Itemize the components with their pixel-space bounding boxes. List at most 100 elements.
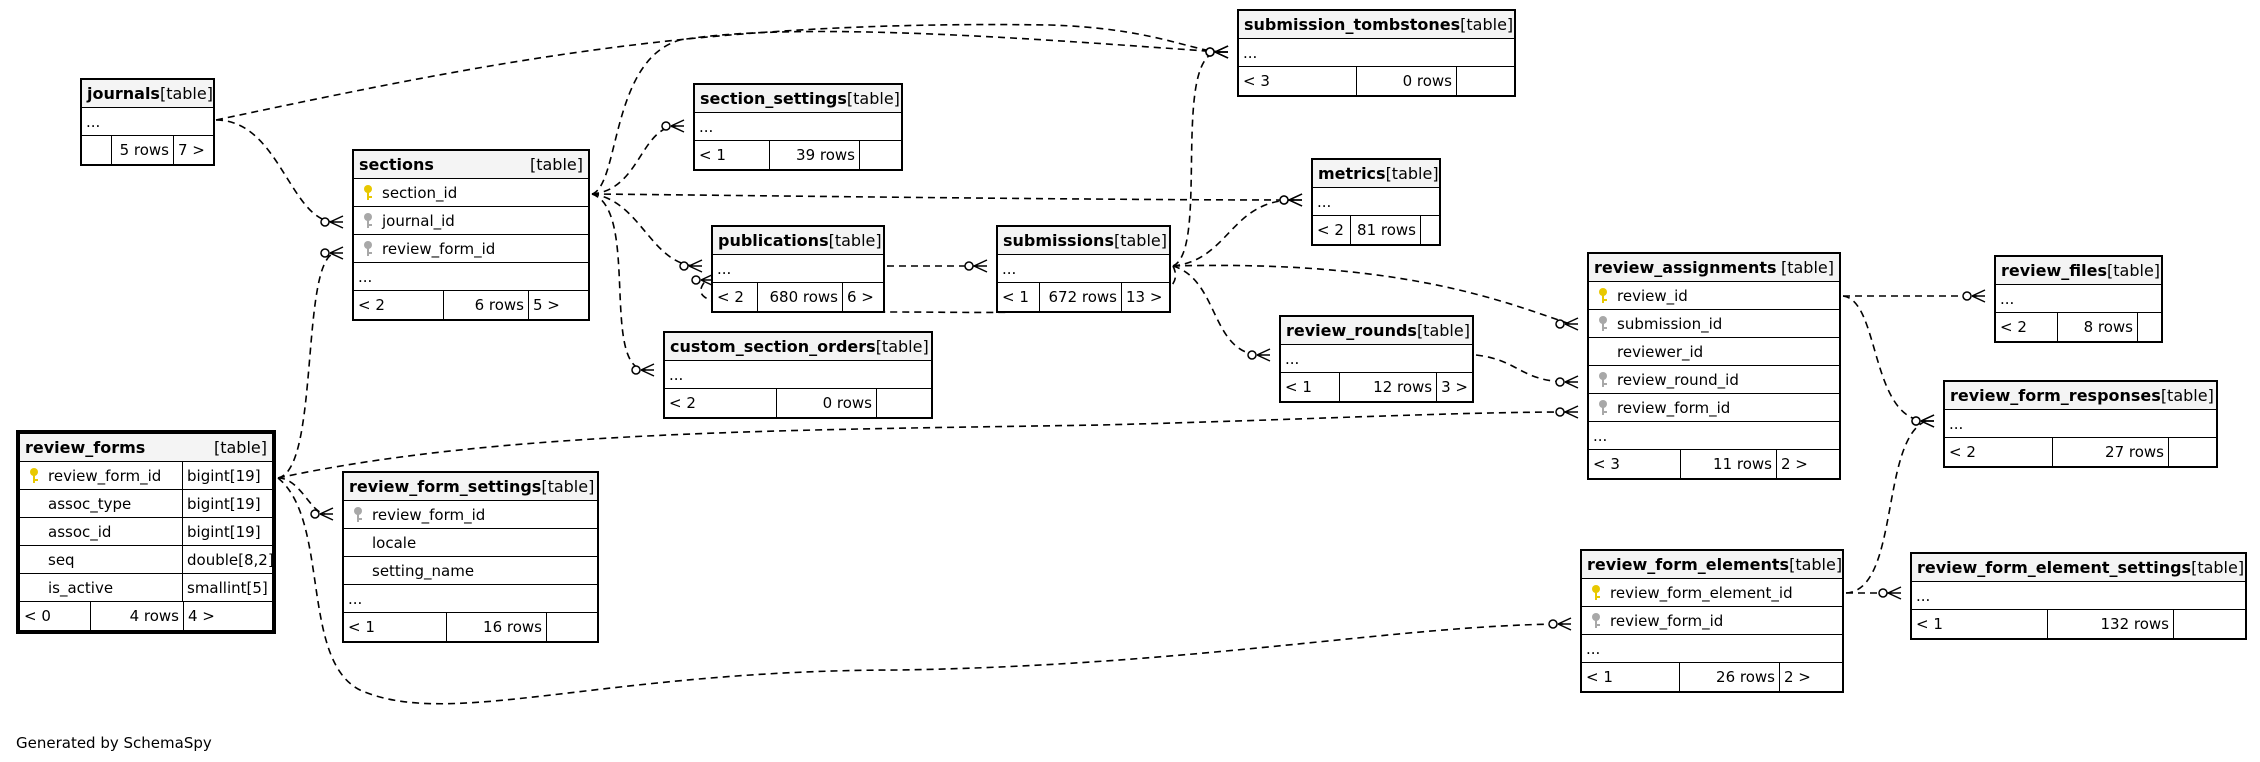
- child-count[interactable]: [877, 389, 931, 417]
- child-count[interactable]: 13 >: [1126, 288, 1163, 306]
- row-count: 0 rows: [1357, 67, 1457, 95]
- parent-count[interactable]: < 1: [1582, 663, 1680, 691]
- relationship-sections-to-custom_section_orders: [591, 193, 647, 371]
- parent-count[interactable]: < 3: [1589, 450, 1681, 478]
- relationship-sections-to-publications: [591, 193, 695, 267]
- column-row[interactable]: section_id: [354, 179, 588, 207]
- child-count[interactable]: [2138, 313, 2161, 341]
- parent-count[interactable]: < 1: [1281, 373, 1341, 401]
- column-row[interactable]: review_form_id: [354, 235, 588, 263]
- column-row[interactable]: review_form_element_id: [1582, 579, 1842, 607]
- crows-foot-marker: [1555, 405, 1579, 419]
- child-count[interactable]: 3 >: [1441, 378, 1468, 396]
- table-header: custom_section_orders[table]: [665, 333, 931, 361]
- row-count: 81 rows: [1351, 216, 1421, 244]
- child-count[interactable]: 2 >: [1784, 668, 1811, 686]
- crows-foot-marker: [1279, 193, 1303, 207]
- table-review-form-elements[interactable]: review_form_elements[table]review_form_e…: [1580, 549, 1844, 693]
- table-type-label: [table]: [846, 89, 900, 108]
- child-count[interactable]: [547, 613, 597, 641]
- parent-count[interactable]: [82, 136, 112, 164]
- column-row[interactable]: review_id: [1589, 282, 1839, 310]
- child-count[interactable]: 4 >: [188, 607, 215, 625]
- more-columns-ellipsis: ...: [2000, 289, 2015, 308]
- child-count[interactable]: 7 >: [178, 141, 205, 159]
- more-columns: ...: [1281, 345, 1472, 373]
- column-row[interactable]: journal_id: [354, 207, 588, 235]
- crows-foot-marker: [1911, 414, 1935, 428]
- table-review-form-settings[interactable]: review_form_settings[table] review_form_i…: [342, 471, 599, 643]
- child-count[interactable]: 6 >: [847, 288, 874, 306]
- parent-count[interactable]: < 2: [1313, 216, 1351, 244]
- table-name: review_form_elements: [1587, 555, 1790, 574]
- table-header: review_files[table]: [1996, 257, 2161, 285]
- column-name: review_id: [1617, 286, 1688, 305]
- table-name: review_form_settings: [349, 477, 542, 496]
- row-count: 11 rows: [1681, 450, 1777, 478]
- relationship-review_form_elements-to-review_form_responses: [1845, 420, 1927, 594]
- table-type-label: [table]: [1460, 15, 1514, 34]
- parent-count[interactable]: < 0: [20, 602, 91, 630]
- child-count[interactable]: [860, 141, 901, 169]
- more-columns: ...: [1239, 39, 1514, 67]
- relationship-submissions-to-review_assignments: [1172, 264, 1571, 325]
- child-count[interactable]: [2174, 610, 2245, 638]
- column-row[interactable]: submission_id: [1589, 310, 1839, 338]
- parent-count[interactable]: < 2: [1996, 313, 2058, 341]
- table-type-label: [table]: [875, 337, 929, 356]
- parent-count[interactable]: < 1: [344, 613, 447, 641]
- parent-count[interactable]: < 1: [998, 283, 1040, 311]
- table-type-label: [table]: [541, 477, 595, 496]
- child-count[interactable]: [1457, 67, 1514, 95]
- column-type: double[8,2]: [182, 546, 274, 573]
- column-row[interactable]: setting_name: [344, 557, 597, 585]
- column-row[interactable]: reviewer_id: [1589, 338, 1839, 366]
- column-row[interactable]: review_form_id: [1582, 607, 1842, 635]
- child-count[interactable]: [2169, 438, 2216, 466]
- more-columns-ellipsis: ...: [717, 259, 732, 278]
- column-row[interactable]: review_form_id: [1589, 394, 1839, 422]
- parent-count[interactable]: < 2: [713, 283, 758, 311]
- column-row[interactable]: review_form_id: [344, 501, 597, 529]
- child-count[interactable]: 2 >: [1781, 455, 1808, 473]
- more-columns: ...: [998, 255, 1169, 283]
- column-name: review_form_id: [382, 239, 496, 258]
- more-columns-ellipsis: ...: [699, 117, 714, 136]
- more-columns: ...: [695, 113, 901, 141]
- parent-count[interactable]: < 2: [354, 291, 444, 319]
- column-row[interactable]: locale: [344, 529, 597, 557]
- parent-count[interactable]: < 1: [695, 141, 770, 169]
- parent-count[interactable]: < 2: [665, 389, 777, 417]
- foreign-key-icon: [1593, 315, 1613, 333]
- table-review-form-element-settings[interactable]: review_form_element_settings[table]...< …: [1910, 552, 2247, 640]
- child-count[interactable]: 5 >: [533, 296, 560, 314]
- parent-count[interactable]: < 1: [1912, 610, 2048, 638]
- column-row[interactable]: review_round_id: [1589, 366, 1839, 394]
- table-type-label: [table]: [213, 438, 267, 457]
- column-name: section_id: [382, 183, 458, 202]
- parent-count[interactable]: < 2: [1945, 438, 2053, 466]
- parent-count[interactable]: < 3: [1239, 67, 1357, 95]
- child-count[interactable]: [1421, 216, 1439, 244]
- table-header: review_rounds[table]: [1281, 317, 1472, 345]
